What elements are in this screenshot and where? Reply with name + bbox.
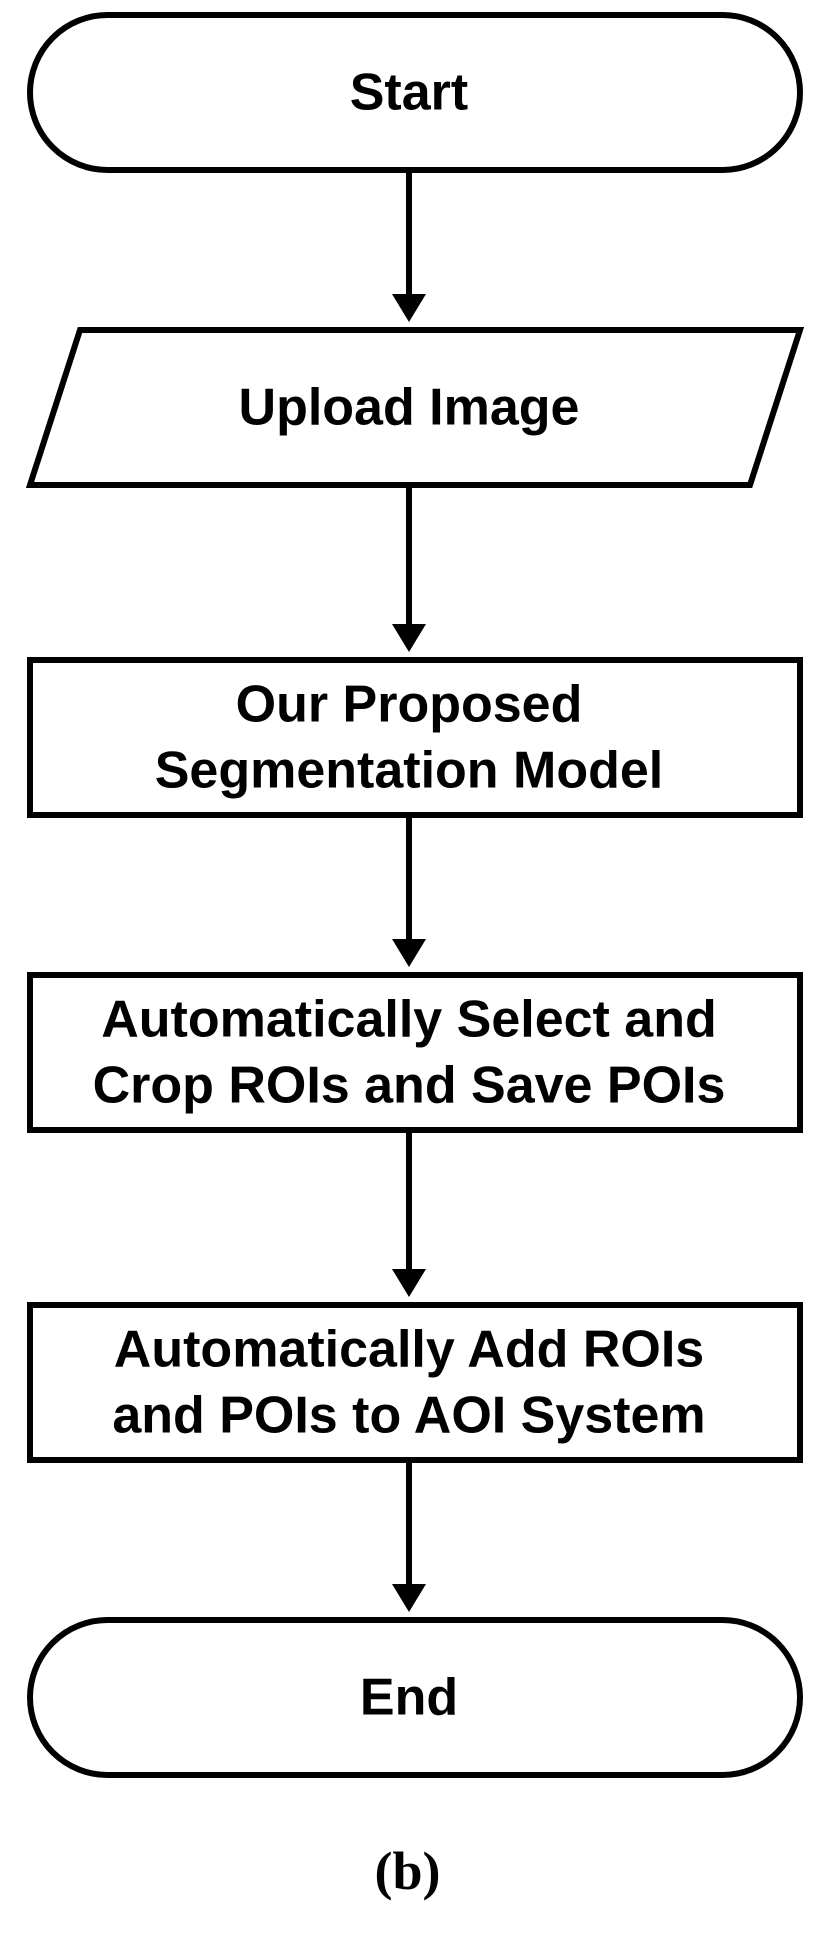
node-end: End	[27, 1617, 803, 1778]
node-add: Automatically Add ROIs and POIs to AOI Sy…	[27, 1302, 803, 1463]
node-label-line: Our Proposed	[236, 676, 583, 734]
terminal-shape	[27, 12, 803, 173]
node-upload: Upload Image	[25, 327, 805, 488]
node-label-line: Automatically Select and	[101, 991, 717, 1049]
input-output-shape	[25, 327, 805, 488]
node-label-line: Automatically Add ROIs	[114, 1321, 704, 1379]
terminal-shape	[27, 1617, 803, 1778]
node-start: Start	[27, 12, 803, 173]
node-label-line: End	[360, 1669, 458, 1727]
process-shape	[27, 1302, 803, 1463]
node-label-line: Start	[350, 64, 468, 122]
node-label-line: Crop ROIs and Save POIs	[93, 1057, 726, 1115]
node-label-line: and POIs to AOI System	[112, 1387, 705, 1445]
process-shape	[27, 657, 803, 818]
node-label-line: Upload Image	[239, 379, 580, 437]
process-shape	[27, 972, 803, 1133]
figure-caption: (b)	[374, 1841, 441, 1901]
node-label-line: Segmentation Model	[155, 742, 663, 800]
